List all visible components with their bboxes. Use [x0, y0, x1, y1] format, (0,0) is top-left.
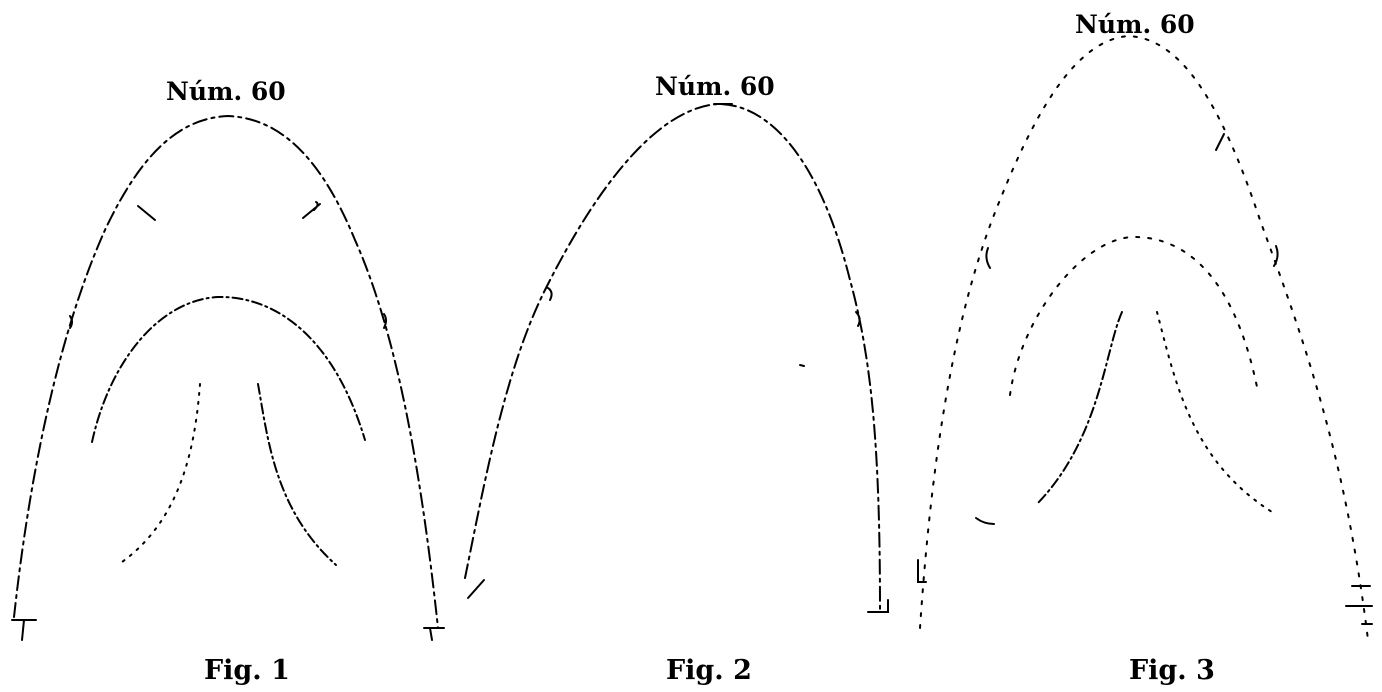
- fig2-caption: Fig. 2: [666, 655, 752, 686]
- fig1-left-foot: [11, 619, 37, 641]
- fig2-left-foot: [467, 579, 485, 599]
- fig2-dot: [799, 364, 805, 367]
- fig1-mark-left-upper: [137, 205, 156, 221]
- fig2-number-label: Núm. 60: [655, 72, 775, 101]
- fig2-drawing: [464, 102, 889, 613]
- fig3-mark-right-mid: [1273, 245, 1279, 267]
- fig3-palatal-right: [1156, 311, 1273, 513]
- fig1-palatal-left: [121, 383, 201, 563]
- fig3-right-foot: [1345, 585, 1373, 625]
- fig3-left-foot: [917, 559, 927, 583]
- fig1-drawing: [11, 114, 445, 641]
- fig3-drawing: [917, 34, 1373, 641]
- fig3-caption: Fig. 3: [1129, 655, 1215, 686]
- fig3-hook: [975, 517, 995, 525]
- fig1-right-foot: [423, 627, 445, 641]
- fig2-right-foot: [867, 599, 889, 613]
- fig3-palatal-left: [1035, 311, 1123, 506]
- fig3-inner-arch: [1009, 235, 1259, 396]
- fig1-mark-right-upper: [302, 201, 321, 219]
- fig1-number-label: Núm. 60: [166, 77, 286, 106]
- fig3-outer-arch: [919, 34, 1369, 641]
- fig3-mark-left-mid: [985, 247, 991, 269]
- fig3-mark-right-upper: [1215, 133, 1225, 151]
- fig2-outer-arch: [464, 102, 881, 611]
- fig2-mark-left: [547, 287, 553, 301]
- fig1-palatal-right: [257, 383, 337, 566]
- fig3-number-label: Núm. 60: [1075, 10, 1195, 39]
- fig2-mark-right: [855, 311, 861, 327]
- fig1-mark-left-mid: [69, 315, 73, 329]
- fig1-inner-arch: [91, 295, 366, 443]
- fig1-mark-right-mid: [383, 313, 387, 329]
- fig1-caption: Fig. 1: [204, 655, 290, 686]
- fig1-outer-arch: [13, 114, 439, 629]
